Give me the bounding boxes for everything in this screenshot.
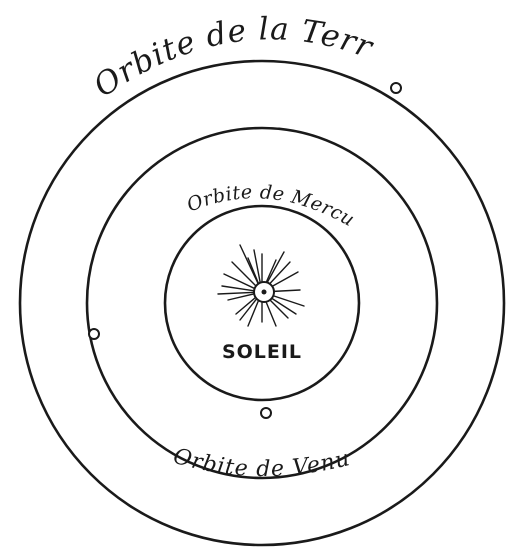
- mercury-planet: [261, 408, 271, 418]
- venus-orbit-label: Orbite de Venu: [170, 444, 353, 482]
- earth-planet: [391, 83, 401, 93]
- sun-center-dot: [262, 290, 267, 295]
- earth-orbit-label: Orbite de la Terre: [0, 0, 379, 104]
- venus-planet: [89, 329, 99, 339]
- sun-label: SOLEIL: [222, 341, 302, 363]
